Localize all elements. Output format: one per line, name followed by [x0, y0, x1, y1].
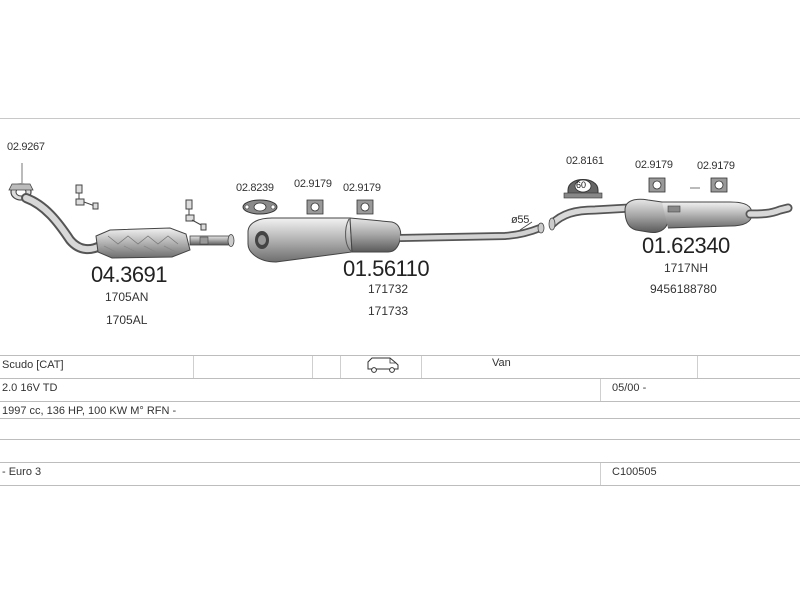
hanger-size-badge: 60 [576, 180, 587, 190]
table-rule [0, 485, 800, 486]
pipe-diameter-label: ø55 [511, 214, 530, 226]
ref-code-cell: C100505 [612, 466, 657, 478]
spec-cell: 1997 cc, 136 HP, 100 KW M° RFN - [2, 405, 177, 417]
hanger-part [563, 179, 603, 199]
rear-silencer [624, 198, 753, 233]
table-rule [0, 439, 800, 440]
engine-cell: 2.0 16V TD [2, 382, 58, 394]
part-ref-rear-1: 1717NH [664, 261, 709, 275]
lambda-sensor-1 [75, 184, 99, 210]
top-rule [0, 118, 800, 119]
table-divider [600, 379, 601, 401]
emission-cell: - Euro 3 [2, 466, 42, 478]
part-code-gasket: 02.8239 [236, 182, 274, 194]
table-divider [600, 463, 601, 485]
mount-part-2 [356, 199, 374, 215]
table-divider [312, 356, 313, 378]
part-ref-rear-2: 9456188780 [650, 282, 717, 296]
table-rule [0, 462, 800, 463]
part-code-clamp: 02.9267 [7, 141, 45, 153]
table-divider [697, 356, 698, 378]
part-code-mount-3: 02.9179 [635, 159, 673, 171]
body-type-cell: Van [492, 357, 511, 369]
table-divider [340, 356, 341, 378]
van-icon [366, 356, 400, 377]
mount-part-3 [648, 177, 666, 193]
table-rule [0, 418, 800, 419]
mount-part-1 [306, 199, 324, 215]
gasket-part [242, 199, 278, 215]
part-ref-catalyst-1: 1705AN [105, 290, 149, 304]
mount-part-4 [710, 177, 728, 193]
part-code-rear: 01.62340 [642, 233, 730, 258]
date-range-cell: 05/00 - [612, 382, 647, 394]
part-code-mount-4: 02.9179 [697, 160, 735, 172]
part-ref-catalyst-2: 1705AL [106, 313, 148, 327]
catalyst-body [95, 227, 191, 259]
part-code-mount-1: 02.9179 [294, 178, 332, 190]
table-rule [0, 355, 800, 356]
part-ref-middle-2: 171733 [368, 304, 409, 318]
lambda-sensor-2 [185, 199, 207, 231]
table-divider [193, 356, 194, 378]
table-divider [421, 356, 422, 378]
model-cell: Scudo [CAT] [2, 359, 64, 371]
table-rule [0, 378, 800, 379]
table-rule [0, 401, 800, 402]
part-code-mount-2: 02.9179 [343, 182, 381, 194]
part-code-catalyst: 04.3691 [91, 262, 168, 287]
part-ref-middle-1: 171732 [368, 282, 409, 296]
part-code-middle: 01.56110 [343, 256, 430, 281]
middle-silencer [247, 217, 402, 263]
part-code-hanger: 02.8161 [566, 155, 604, 167]
